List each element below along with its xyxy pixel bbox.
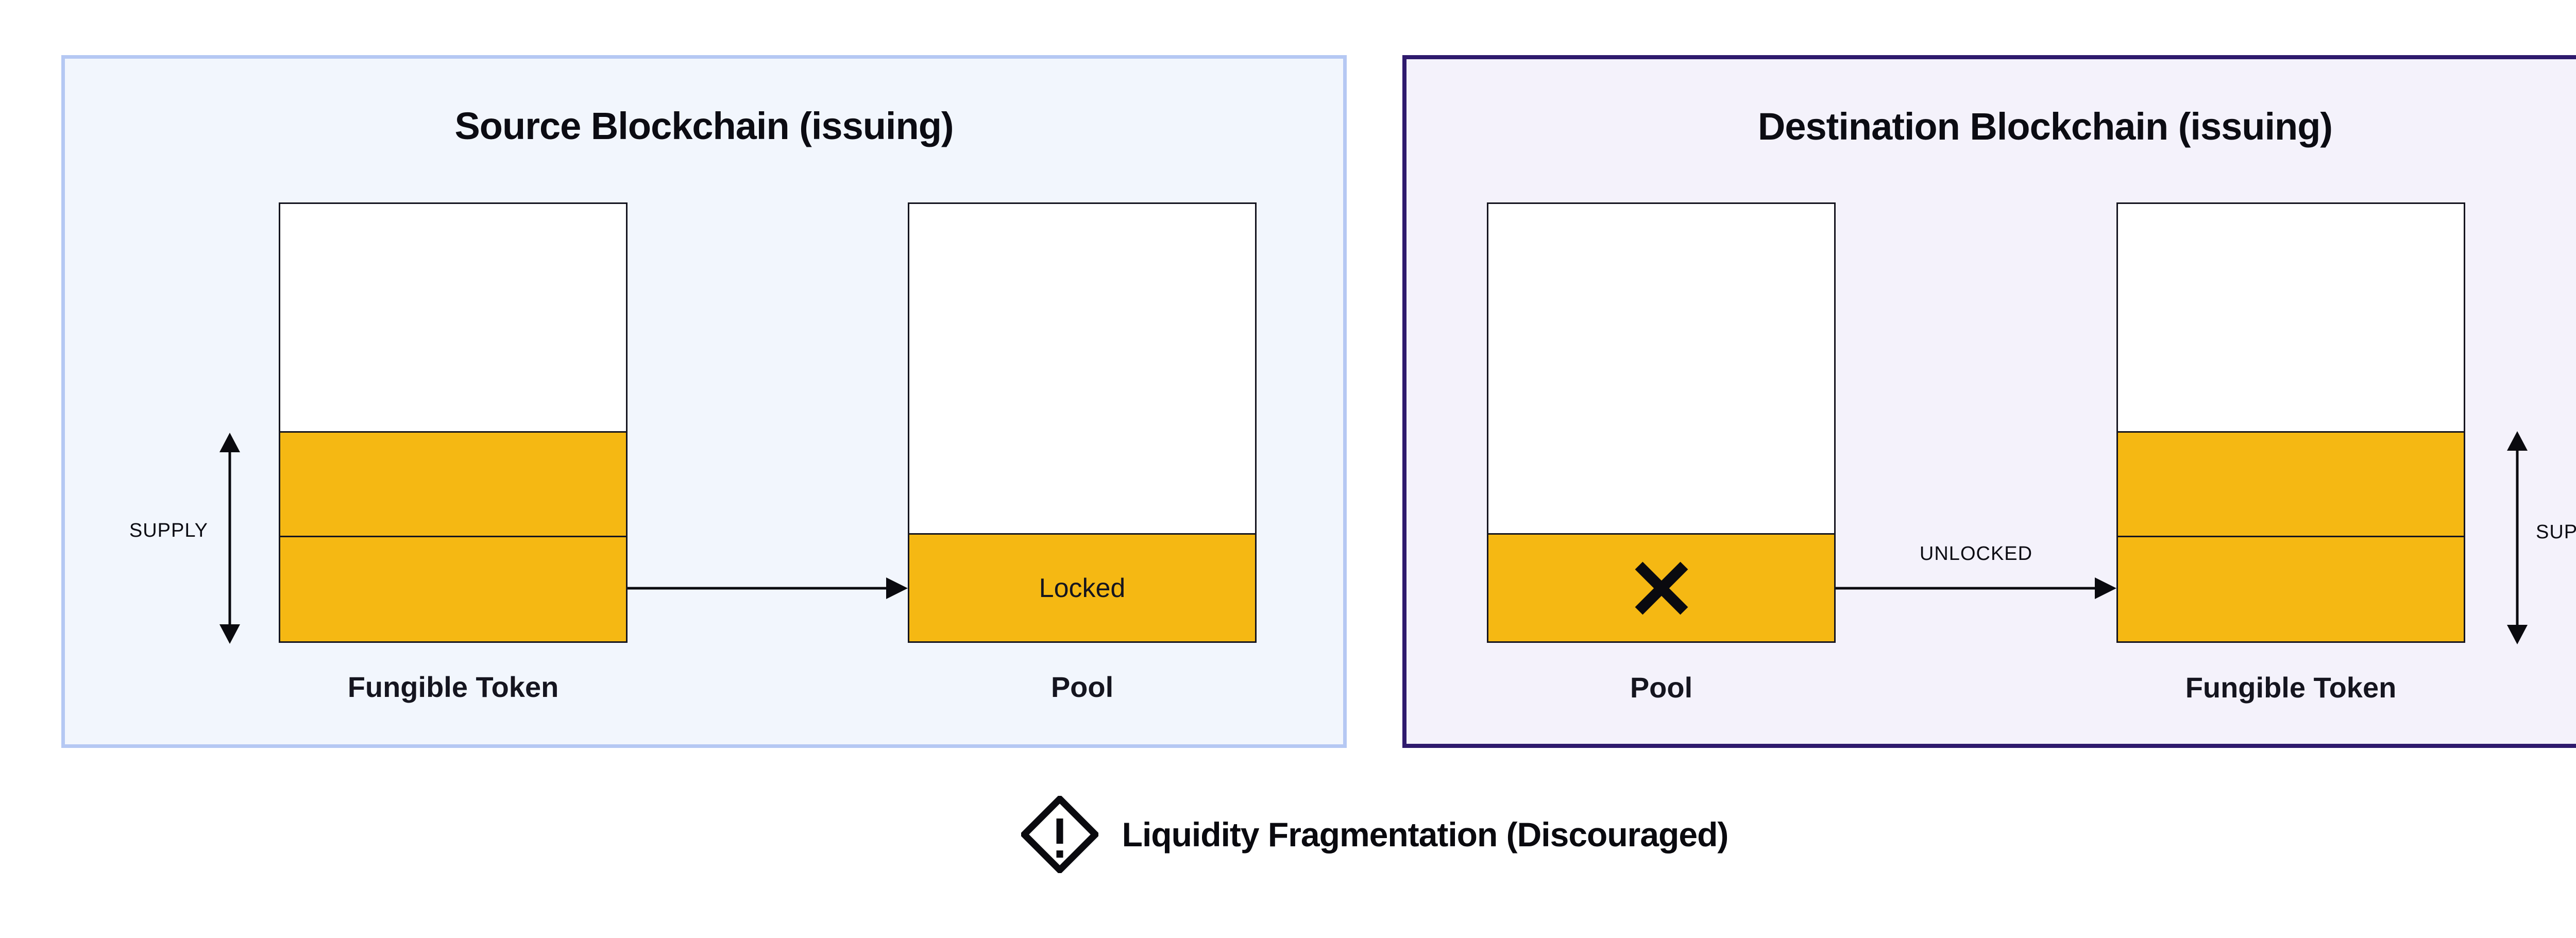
- caption-group: Liquidity Fragmentation (Discouraged): [0, 793, 2576, 876]
- source-panel-title: Source Blockchain (issuing): [454, 105, 954, 147]
- destination-supply-upper-segment: [2118, 431, 2464, 536]
- caption-text: Liquidity Fragmentation (Discouraged): [1122, 815, 1729, 854]
- source-supply-lower-segment: [280, 536, 626, 641]
- source-fungible-token-label: Fungible Token: [347, 671, 559, 703]
- source-pool-locked-segment: Locked: [909, 533, 1255, 641]
- destination-supply-label: SUPPLY: [2536, 521, 2576, 543]
- source-supply-label: SUPPLY: [129, 520, 208, 541]
- destination-supply-lower-segment: [2118, 536, 2464, 641]
- source-transfer-arrow-icon: [628, 577, 908, 599]
- source-supply-range-arrow-icon: [219, 433, 240, 644]
- destination-supply-range-arrow-icon: [2507, 431, 2528, 644]
- panel-destination-blockchain: Destination Blockchain (issuing) UNLOCKE…: [1402, 55, 2576, 748]
- destination-transfer-arrow-icon: [1836, 577, 2116, 599]
- warning-diamond-icon: [1021, 796, 1098, 873]
- panel-source-blockchain: Source Blockchain (issuing) SUPPLY Locke…: [61, 55, 1347, 748]
- destination-pool-emptied-segment: [1488, 533, 1834, 641]
- destination-fungible-token-label: Fungible Token: [2185, 671, 2397, 704]
- source-supply-upper-segment: [280, 431, 626, 536]
- destination-panel-title: Destination Blockchain (issuing): [1757, 105, 2333, 148]
- x-mark-icon: [1635, 561, 1688, 615]
- destination-pool-label: Pool: [1630, 671, 1693, 704]
- unlocked-label: UNLOCKED: [1919, 543, 2033, 565]
- destination-pool-bar: [1487, 202, 1836, 643]
- source-pool-bar: Locked: [908, 202, 1257, 643]
- source-fungible-token-bar: [279, 202, 628, 643]
- locked-label: Locked: [1039, 573, 1126, 603]
- destination-fungible-token-bar: [2116, 202, 2465, 643]
- source-pool-label: Pool: [1050, 671, 1114, 703]
